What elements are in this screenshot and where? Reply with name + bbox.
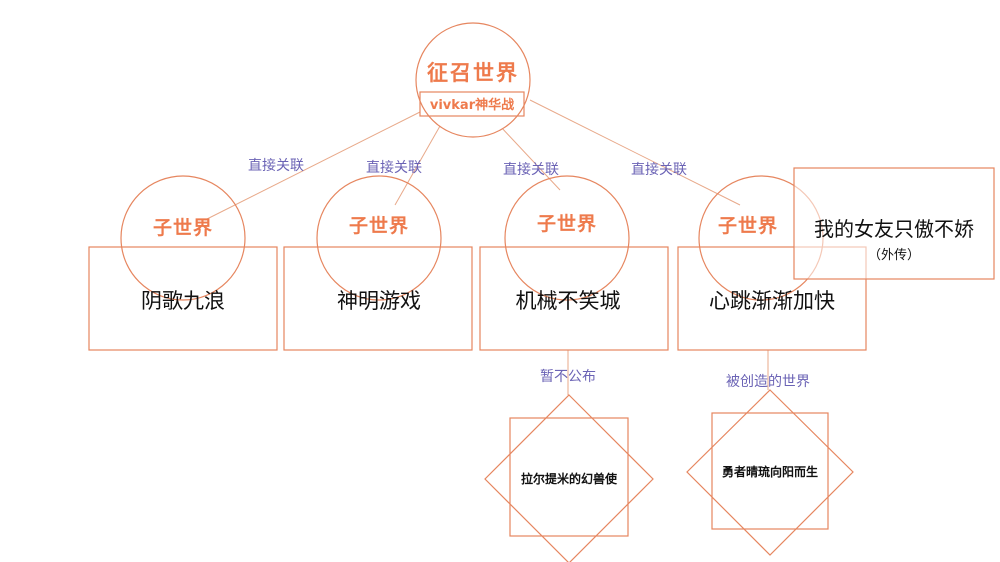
child-box-3 xyxy=(479,246,669,351)
child-name-1: 阴歌九浪 xyxy=(141,289,225,313)
edge-label-3: 直接关联 xyxy=(503,161,559,178)
root-title: 征召世界 xyxy=(427,61,519,85)
edge-label-created: 被创造的世界 xyxy=(726,374,810,390)
child-name-2: 神明游戏 xyxy=(337,289,421,313)
child-name-4: 心跳渐渐加快 xyxy=(709,289,835,313)
sub-world-2: 勇者晴琉向阳而生 xyxy=(686,389,854,556)
edge-root-child-2 xyxy=(394,125,441,206)
child-name-3: 机械不笑城 xyxy=(516,289,621,313)
side-box-title: 我的女友只傲不娇 xyxy=(814,217,974,241)
root-circle xyxy=(415,22,531,138)
sub-diamond-2 xyxy=(686,389,854,556)
edge-root-child-4 xyxy=(529,99,741,206)
root-node: 征召世界 vivkar神华战 xyxy=(415,22,531,138)
child-circle-2 xyxy=(316,175,442,301)
sub-name-1: 拉尔提米的幻兽使 xyxy=(521,471,618,486)
sub-name-2: 勇者晴琉向阳而生 xyxy=(722,464,818,479)
edge-label-unpublished: 暂不公布 xyxy=(540,369,596,385)
side-box: 我的女友只傲不娇 （外传） xyxy=(793,167,995,280)
child-badge-4: 子世界 xyxy=(718,215,778,237)
root-subtitle-box xyxy=(419,91,525,117)
edge-label-2: 直接关联 xyxy=(366,159,422,176)
edge-root-child-1 xyxy=(204,111,421,221)
child-box-4 xyxy=(677,246,867,351)
child-box-1 xyxy=(88,246,278,351)
edge-root-child-3 xyxy=(499,125,561,191)
child-world-3: 子世界 机械不笑城 xyxy=(479,175,669,351)
child-box-2 xyxy=(283,246,473,351)
child-world-4: 子世界 心跳渐渐加快 xyxy=(677,175,867,351)
sub-world-1: 拉尔提米的幻兽使 xyxy=(484,394,654,562)
root-subtitle: vivkar神华战 xyxy=(430,97,514,113)
child-badge-2: 子世界 xyxy=(349,215,409,237)
edge-label-1: 直接关联 xyxy=(248,157,304,174)
sub-square-1 xyxy=(509,417,629,537)
child-circle-3 xyxy=(504,175,630,301)
child-world-1: 子世界 阴歌九浪 xyxy=(88,175,278,351)
side-box-note: （外传） xyxy=(868,248,920,263)
child-circle-1 xyxy=(120,175,246,301)
child-world-2: 子世界 神明游戏 xyxy=(283,175,473,351)
sub-square-2 xyxy=(711,412,829,530)
sub-diamond-1 xyxy=(484,394,654,562)
child-badge-3: 子世界 xyxy=(537,213,597,235)
edge-label-4: 直接关联 xyxy=(631,161,687,178)
child-badge-1: 子世界 xyxy=(153,217,213,239)
side-box-frame xyxy=(793,167,995,280)
